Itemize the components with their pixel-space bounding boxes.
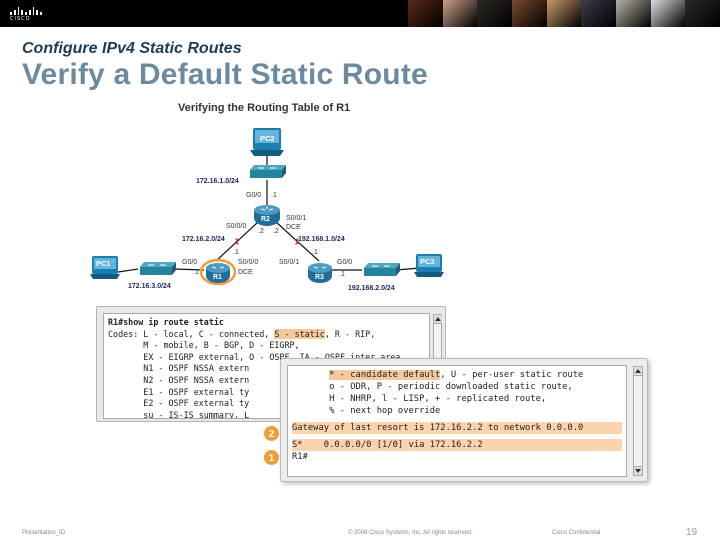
network-topology: PC2 R2 PC1 R1 R3 PC3 172.16.1.0/24 172.1…: [90, 118, 460, 303]
terminal-window-front: * - candidate default, U - per-user stat…: [280, 358, 648, 482]
candidate-default-highlight: * - candidate default: [329, 370, 441, 380]
r1-s000-label: S0/0/0: [238, 259, 259, 266]
switch-r2-lan-icon: [250, 165, 286, 178]
scroll-up-arrow-icon[interactable]: [434, 315, 442, 324]
r1-g00-host-label: .1: [193, 269, 199, 276]
r2-s000-label: S0/0/0: [226, 223, 247, 230]
net-r1-r2-label: 172.16.2.0/24: [182, 236, 225, 243]
link-switch-r1: [173, 268, 205, 271]
footer-copyright: © 2008 Cisco Systems, Inc. All rights re…: [348, 530, 473, 536]
gateway-of-last-resort-line: Gateway of last resort is 172.16.2.2 to …: [292, 422, 622, 434]
net-pc3-label: 192.168.2.0/24: [348, 285, 395, 292]
cisco-logo: CISCO: [10, 7, 43, 22]
terminal-line: E2 - OSPF external ty: [108, 398, 250, 409]
slide-subtitle: Configure IPv4 Static Routes: [22, 40, 242, 57]
scrollbar[interactable]: [633, 366, 643, 476]
r2-dce-label: DCE: [286, 224, 301, 231]
router-r2-icon: [254, 205, 280, 226]
topology-diagram: [90, 128, 444, 286]
page-number: 19: [686, 527, 698, 538]
figure-title: Verifying the Routing Table of R1: [178, 102, 351, 114]
header-photo: [512, 0, 547, 27]
static-code-highlight: S - static: [274, 328, 325, 339]
header-photo: [442, 0, 478, 27]
logo-text: CISCO: [10, 16, 31, 22]
pc2-label: PC2: [260, 134, 275, 143]
terminal-output-front[interactable]: * - candidate default, U - per-user stat…: [287, 365, 627, 477]
router-r3-icon: [308, 263, 332, 283]
header-bar: CISCO: [0, 0, 720, 27]
pc3-label: PC3: [420, 257, 435, 266]
default-static-route-line: S* 0.0.0.0/0 [1/0] via 172.16.2.2: [292, 439, 622, 451]
footer-presentation-id: Presentation_ID: [22, 530, 66, 536]
r2-label: R2: [261, 216, 270, 223]
header-photo: [616, 0, 651, 27]
r1-dce-label: DCE: [238, 269, 253, 276]
pc1-icon: [90, 256, 120, 279]
terminal-line: N2 - OSPF NSSA extern: [108, 374, 250, 385]
terminal-line-codes: Codes: L - local, C - connected, S - sta…: [108, 328, 376, 339]
header-photo: [650, 0, 686, 27]
header-photo: [685, 0, 720, 27]
terminal-prompt: R1#: [292, 452, 308, 462]
footer-confidential: Cisco Confidential: [552, 530, 601, 536]
switch-r3-lan-icon: [364, 263, 400, 276]
net-pc1-label: 172.16.3.0/24: [128, 283, 171, 290]
header-photo: [477, 0, 513, 27]
terminal-line: % - next hop override: [292, 406, 441, 416]
terminal-line-candidate: * - candidate default, U - per-user stat…: [329, 370, 584, 380]
pc1-label: PC1: [96, 259, 111, 268]
callout-badge-1: 1: [263, 449, 280, 466]
terminal-line: H - NHRP, l - LISP, + - replicated route…: [292, 394, 547, 404]
header-photo: [581, 0, 617, 27]
terminal-line: o - ODR, P - periodic downloaded static …: [292, 382, 573, 392]
callout-badge-2: 2: [263, 425, 280, 442]
terminal-line: R1#show ip route static: [108, 317, 224, 327]
r3-g00-label: G0/0: [337, 259, 353, 266]
serial-r2-r3-icon: [293, 238, 301, 245]
switch-r1-lan-icon: [140, 262, 176, 275]
r2-g00-label: G0/0: [246, 192, 262, 199]
slide-title: Verify a Default Static Route: [22, 58, 428, 91]
r3-label: R3: [315, 274, 324, 281]
terminal-line: N1 - OSPF NSSA extern: [108, 363, 250, 374]
terminal-line: EX - EIGRP external, O - OSPF, IA - OSPF…: [108, 351, 401, 362]
r3-s001-host-label: .1: [312, 249, 318, 256]
r2-g00-host-label: .1: [271, 192, 277, 199]
terminal-line: su - IS-IS summary, L: [108, 409, 250, 419]
serial-r1-r2-icon: [233, 238, 241, 245]
terminal-line: M - mobile, B - BGP, D - EIGRP,: [108, 340, 300, 351]
net-pc2-label: 172.16.1.0/24: [196, 178, 239, 185]
header-photo-strip: [408, 0, 720, 27]
r1-g00-label: G0/0: [182, 259, 198, 266]
r2-s001-host-label: .2: [273, 228, 279, 235]
r3-s001-label: S0/0/1: [279, 259, 300, 266]
pc3-icon: [414, 254, 444, 277]
scroll-up-arrow-icon[interactable]: [634, 367, 642, 376]
r1-s000-host-label: .1: [233, 249, 239, 256]
r2-s001-label: S0/0/1: [286, 215, 307, 222]
r2-s000-host-label: .2: [258, 228, 264, 235]
header-photo: [408, 0, 443, 27]
r1-label: R1: [213, 274, 222, 281]
scroll-down-arrow-icon[interactable]: [634, 466, 642, 475]
net-r2-r3-label: 192.168.1.0/24: [298, 236, 345, 243]
pc2-icon: [250, 128, 284, 156]
router-r1-icon: [199, 258, 237, 286]
header-photo: [546, 0, 582, 27]
terminal-line: E1 - OSPF external ty: [108, 386, 250, 397]
r3-g00-host-label: .1: [339, 271, 345, 278]
